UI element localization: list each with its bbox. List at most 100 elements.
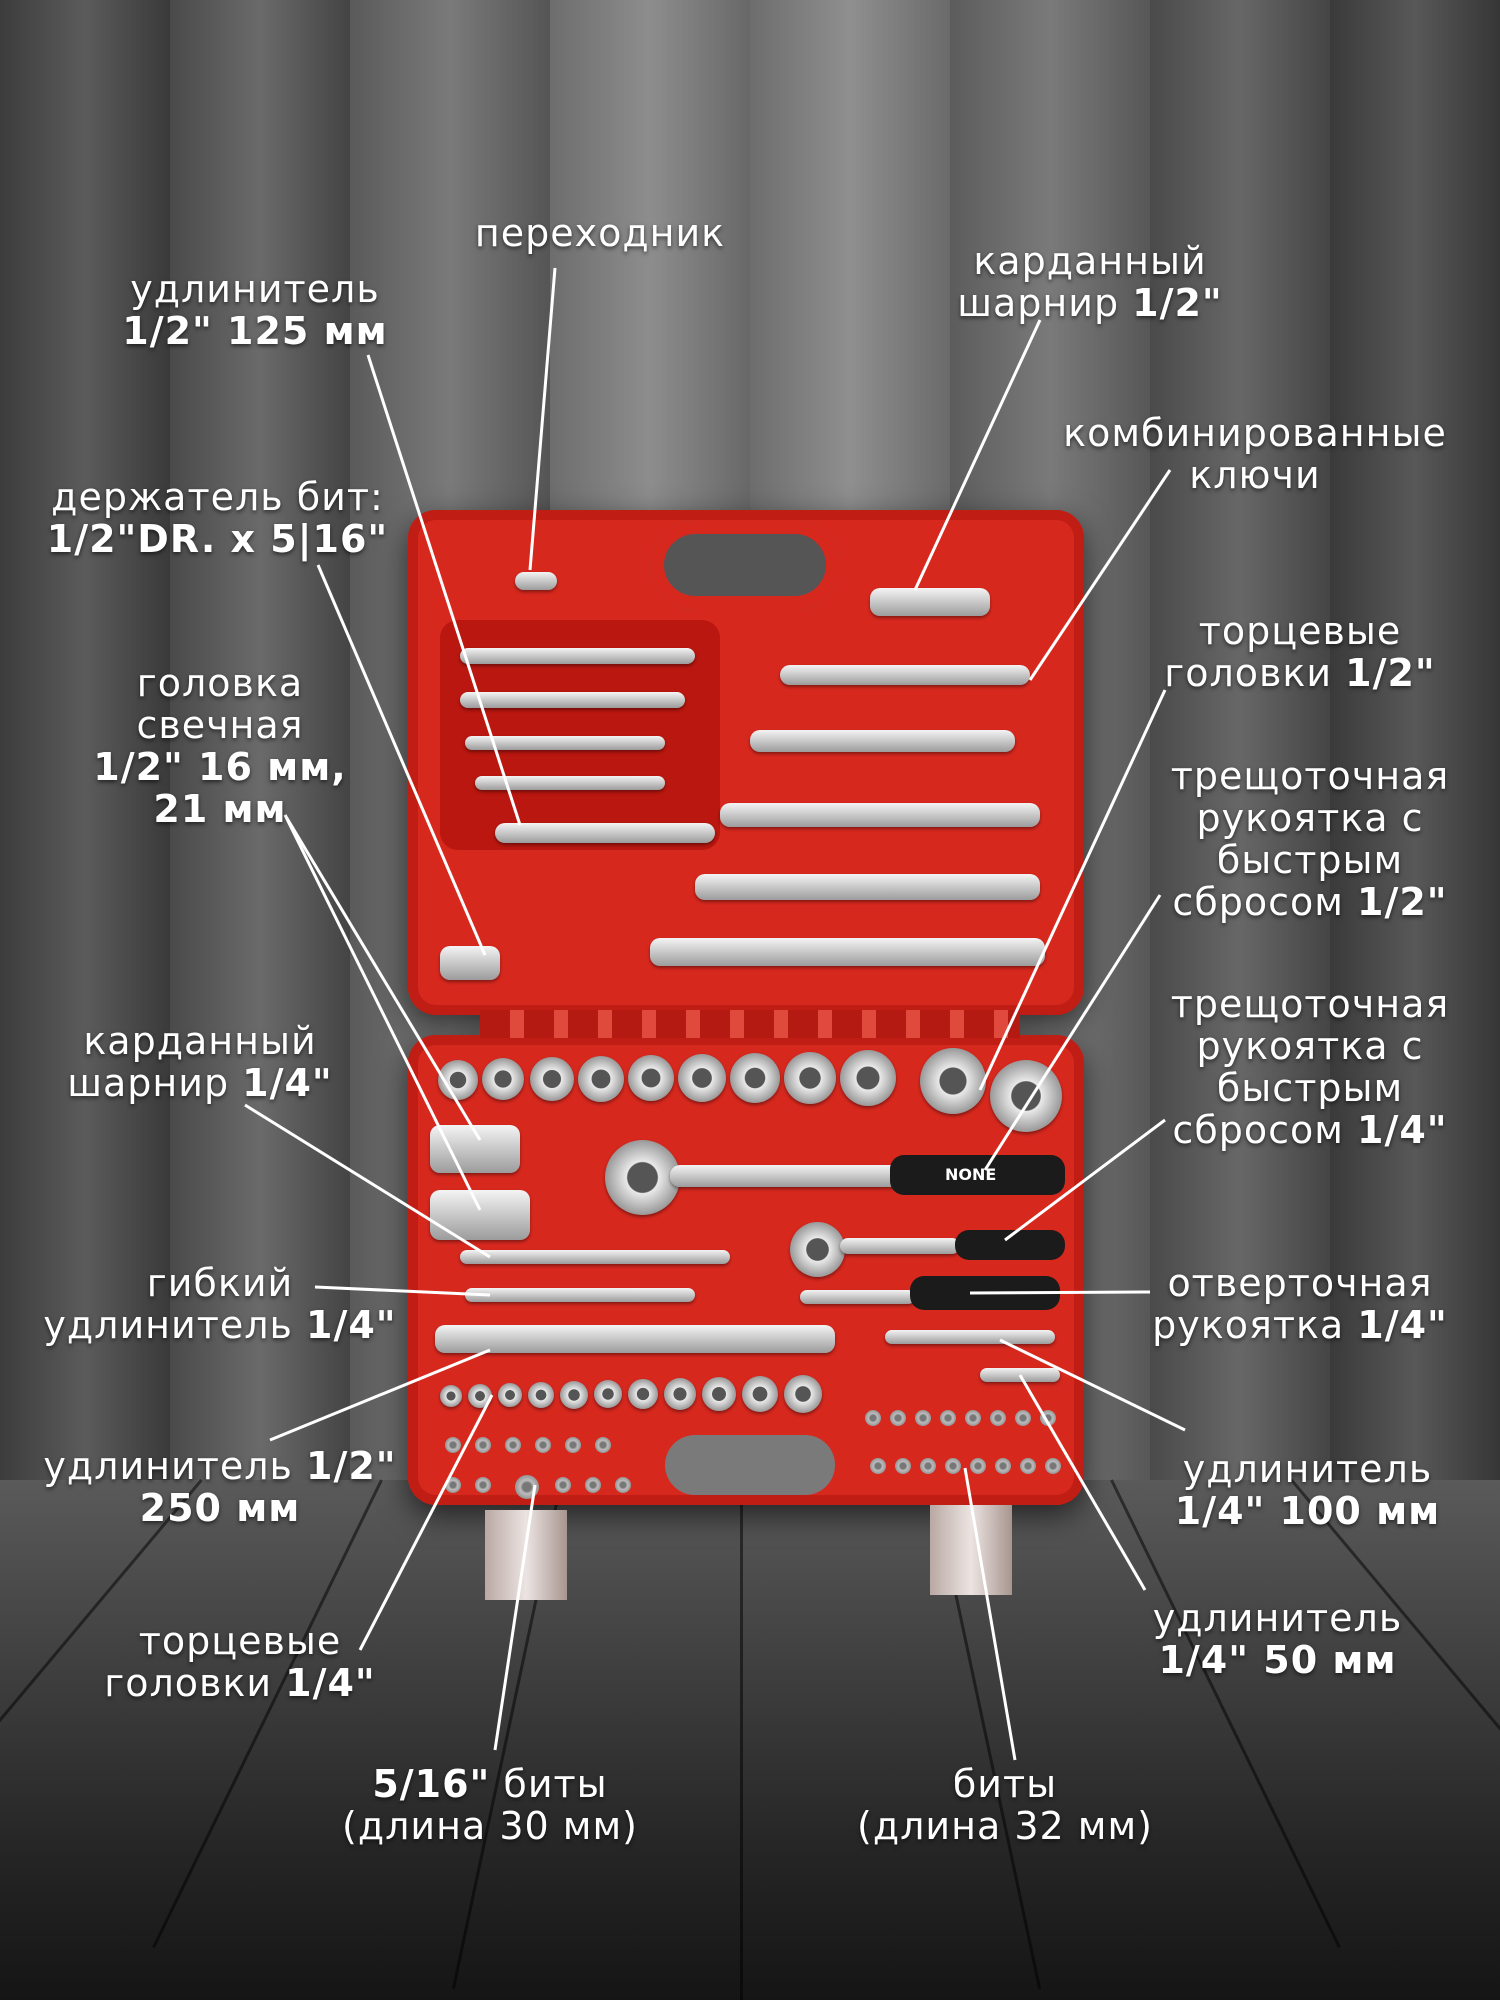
- bit-516: [595, 1437, 611, 1453]
- bit-516: [515, 1475, 539, 1499]
- socket-half: [530, 1057, 574, 1101]
- wood-plank: [1330, 0, 1500, 1480]
- label-ratchet-quarter: трещоточная рукоятка с быстрым сбросом 1…: [1170, 982, 1450, 1152]
- bit-516: [615, 1477, 631, 1493]
- label-screwdriver-handle: отверточная рукоятка 1/4": [1152, 1261, 1448, 1347]
- socket-quarter: [440, 1385, 462, 1407]
- wood-floor: [0, 1480, 1500, 2000]
- socket-quarter: [664, 1378, 696, 1410]
- brand-badge: NONE: [945, 1165, 997, 1184]
- socket-quarter: [528, 1382, 554, 1408]
- bit-516: [445, 1477, 461, 1493]
- cardan-joint-quarter: [460, 1250, 730, 1264]
- socket-quarter: [498, 1383, 522, 1407]
- screwdriver-shaft: [800, 1290, 915, 1304]
- extension-250: [435, 1325, 835, 1353]
- label-cardan-quarter: карданный шарнир 1/4": [67, 1019, 333, 1105]
- socket-quarter: [628, 1379, 658, 1409]
- bit-32: [865, 1410, 881, 1426]
- flexible-extension: [465, 1288, 695, 1302]
- label-flex-extension: гибкий удлинитель 1/4": [43, 1261, 397, 1347]
- case-foot-right: [930, 1505, 1012, 1595]
- bit-516: [445, 1437, 461, 1453]
- label-extension-125: удлинитель 1/2" 125 мм: [122, 267, 388, 353]
- bit-32: [1015, 1410, 1031, 1426]
- bit-holder: [440, 946, 500, 980]
- socket-quarter: [784, 1375, 822, 1413]
- socket-quarter: [560, 1381, 588, 1409]
- socket-quarter: [702, 1377, 736, 1411]
- bit-516: [475, 1437, 491, 1453]
- extension-50: [980, 1368, 1060, 1382]
- label-sockets-half: торцевые головки 1/2": [1164, 609, 1436, 695]
- socket-quarter: [468, 1384, 492, 1408]
- extension-125: [495, 823, 715, 843]
- wood-plank: [1150, 0, 1333, 1480]
- wood-plank: [0, 0, 173, 1480]
- bit-516: [585, 1477, 601, 1493]
- socket-half: [578, 1056, 624, 1102]
- bit-32: [1045, 1458, 1061, 1474]
- case-foot-left: [485, 1510, 567, 1600]
- socket-half: [784, 1052, 836, 1104]
- label-combo-keys: комбинированные ключи: [1063, 411, 1447, 497]
- socket-half: [628, 1055, 674, 1101]
- carry-handle: [650, 520, 840, 610]
- bit-32: [970, 1458, 986, 1474]
- socket-half: [438, 1060, 478, 1100]
- bit-516: [535, 1437, 551, 1453]
- ratchet-half-head: [605, 1140, 680, 1215]
- label-bits-32: биты (длина 32 мм): [857, 1762, 1153, 1848]
- floor-seam: [740, 1480, 743, 2000]
- ratchet-quarter-grip: [955, 1230, 1065, 1260]
- base-handle-hole: [665, 1435, 835, 1495]
- bit-32: [1040, 1410, 1056, 1426]
- label-adapter: переходник: [474, 211, 726, 255]
- bit-32: [995, 1458, 1011, 1474]
- bit-516: [555, 1477, 571, 1493]
- bit-32: [920, 1458, 936, 1474]
- bit-32: [915, 1410, 931, 1426]
- socket-half: [840, 1050, 896, 1106]
- bit-516: [505, 1437, 521, 1453]
- label-extension-250: удлинитель 1/2" 250 мм: [43, 1444, 397, 1530]
- label-cardan-half: карданный шарнир 1/2": [957, 239, 1223, 325]
- wrench: [780, 665, 1030, 685]
- label-extension-100: удлинитель 1/4" 100 мм: [1174, 1447, 1441, 1533]
- ratchet-half-shaft: [670, 1165, 900, 1187]
- wrench: [465, 736, 665, 750]
- socket-half: [920, 1048, 986, 1114]
- wrench: [460, 648, 695, 664]
- case-hinge: [480, 1010, 1020, 1038]
- spark-socket-16: [430, 1125, 520, 1173]
- socket-quarter: [742, 1376, 778, 1412]
- cardan-joint-half: [870, 588, 990, 616]
- label-spark-socket: головка свечная 1/2" 16 мм, 21 мм: [93, 661, 347, 831]
- wrench: [695, 874, 1040, 900]
- bit-32: [870, 1458, 886, 1474]
- case-base: [408, 1035, 1084, 1505]
- socket-half: [990, 1060, 1062, 1132]
- bit-32: [990, 1410, 1006, 1426]
- label-extension-50: удлинитель 1/4" 50 мм: [1152, 1596, 1403, 1682]
- label-sockets-quarter: торцевые головки 1/4": [104, 1619, 376, 1705]
- socket-half: [482, 1058, 524, 1100]
- spark-socket-21: [430, 1190, 530, 1240]
- bit-32: [1020, 1458, 1036, 1474]
- socket-half: [730, 1053, 780, 1103]
- ratchet-quarter-shaft: [840, 1238, 960, 1254]
- bit-32: [895, 1458, 911, 1474]
- socket-quarter: [594, 1380, 622, 1408]
- label-bits-516: 5/16" биты (длина 30 мм): [342, 1762, 638, 1848]
- bit-32: [945, 1458, 961, 1474]
- ratchet-quarter-head: [790, 1222, 845, 1277]
- screwdriver-grip: [910, 1276, 1060, 1310]
- wrench: [650, 938, 1045, 966]
- adapter-tool: [515, 572, 557, 590]
- socket-half: [678, 1054, 726, 1102]
- label-ratchet-half: трещоточная рукоятка с быстрым сбросом 1…: [1170, 754, 1450, 924]
- label-bit-holder: держатель бит: 1/2"DR. х 5|16": [46, 475, 389, 561]
- bit-32: [940, 1410, 956, 1426]
- bit-32: [965, 1410, 981, 1426]
- wrench: [460, 692, 685, 708]
